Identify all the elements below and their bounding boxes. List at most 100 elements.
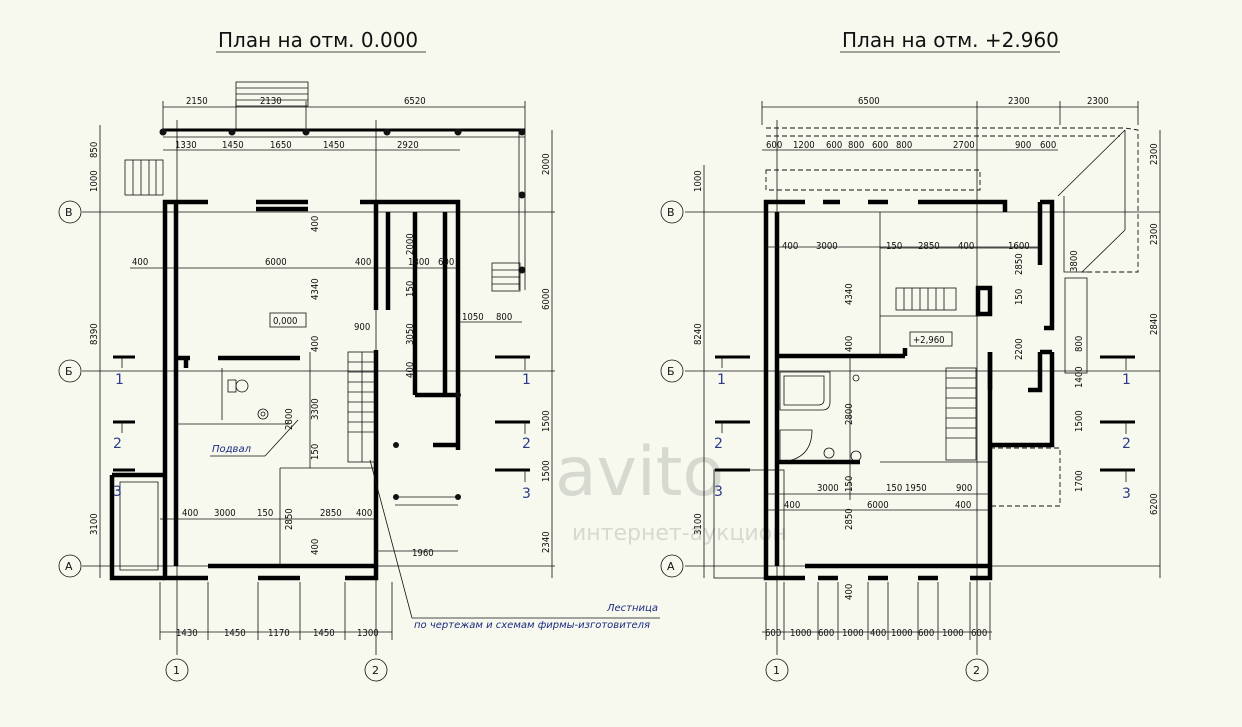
p2-dim-in-13: 1400 (1074, 366, 1085, 388)
p2-wall-outer-left (763, 199, 805, 581)
p2-stair-lower (945, 367, 977, 461)
p2-dim-in-23: 400 (784, 500, 800, 511)
p1-dim-left-a: 850 (89, 142, 100, 158)
p2-dim-left-a: 1000 (693, 170, 704, 192)
p1-dim-left-c: 8390 (89, 323, 100, 345)
p1-dim-in-11: 1050 (462, 312, 484, 323)
p2-dim-bottom-a: 600 (765, 628, 781, 639)
p1-sec-right-1: 1 (522, 372, 531, 388)
p2-dim-in-16: 400 (844, 336, 855, 352)
p1-axis-1: 1 (173, 664, 180, 677)
p2-dim-bottom-c: 600 (818, 628, 834, 639)
p1-dim-left-b: 1000 (89, 170, 100, 192)
p1-dim-bottom-a: 1430 (176, 628, 198, 639)
p2-sec-left-1: 1 (717, 372, 726, 388)
p1-dim-ticks-top1 (162, 101, 526, 130)
p2-dim-top2-i: 600 (1040, 140, 1056, 151)
p2-sec-right-3: 3 (1122, 486, 1131, 502)
p1-dim-top1-a: 2150 (186, 96, 208, 107)
p1-dim-in-23: 2850 (320, 508, 342, 519)
p1-dim-bottom-c: 1170 (268, 628, 290, 639)
p1-axis-bubble-2 (364, 658, 388, 682)
p2-toilet-icon (850, 450, 862, 462)
p2-level-box (909, 331, 953, 347)
p1-dim-in-10: 3050 (405, 323, 416, 345)
watermark-logo: avito (555, 433, 724, 512)
p1-dim-top2-b: 1450 (222, 140, 244, 151)
p1-dim-in-24: 400 (356, 508, 372, 519)
p1-dim-in-7: 2000 (405, 233, 416, 255)
p1-dim-bottom-b: 1450 (224, 628, 246, 639)
p1-dim-right-c: 1500 (541, 410, 552, 432)
p1-wall-outer-right (360, 199, 461, 450)
p2-dim-right-c: 2840 (1149, 313, 1160, 335)
p1-dim-in-17: 2800 (284, 408, 295, 430)
p2-dim-top2-g: 2700 (953, 140, 975, 151)
p1-level-mark: 0,000 (273, 316, 297, 327)
plan-1-title: План на отм. 0.000 (218, 28, 418, 52)
p1-dim-in-18: 150 (310, 444, 321, 460)
p1-dim-bottom-d: 1450 (313, 628, 335, 639)
p1-dim-in-19: 400 (182, 508, 198, 519)
p1-dim-in-16: 3300 (310, 398, 321, 420)
p2-stair-upper (895, 287, 957, 311)
p2-dim-in-24: 6000 (867, 500, 889, 511)
p2-axis-1: 1 (773, 664, 780, 677)
p1-room-label: Подвал (212, 444, 252, 455)
p2-sec-right-2: 2 (1122, 436, 1131, 452)
p1-sink-icon (257, 408, 269, 420)
p1-stair-note-2: по чертежам и схемам фирмы-изготовителя (414, 620, 650, 631)
p2-axis-bubble-b (660, 359, 684, 383)
p2-dim-left-c: 3100 (693, 513, 704, 535)
p1-dim-in-5: 600 (438, 257, 454, 268)
p1-dim-top2-c: 1650 (270, 140, 292, 151)
p1-stair-leader (369, 459, 413, 619)
p2-dim-bottom-i: 600 (971, 628, 987, 639)
p1-dim-top2-d: 1450 (323, 140, 345, 151)
p1-dim-top1-b: 2130 (260, 96, 282, 107)
p1-dim-in-2: 6000 (265, 257, 287, 268)
p1-sec-right-3: 3 (522, 486, 531, 502)
p2-dim-in-18: 3000 (817, 483, 839, 494)
p1-dim-in-6: 400 (310, 216, 321, 232)
p2-dim-in-9: 4340 (844, 283, 855, 305)
p2-shower (779, 429, 813, 463)
p1-dim-in-14: 400 (310, 336, 321, 352)
p2-dim-top2-e: 600 (872, 140, 888, 151)
p2-dim-top1-c: 2300 (1087, 96, 1109, 107)
p2-sec-left-2: 2 (714, 436, 723, 452)
p1-sec-left-1: 1 (115, 372, 124, 388)
p2-dim-bottom-g: 600 (918, 628, 934, 639)
p2-dim-in-19: 150 (844, 476, 855, 492)
p2-dim-right-d: 6200 (1149, 493, 1160, 515)
p2-bathtub (779, 371, 831, 411)
p1-left-steps (124, 159, 164, 196)
p2-sink-icon (823, 447, 835, 459)
p2-sec-left-3: 3 (714, 484, 723, 500)
p2-dim-bottom-d: 1000 (842, 628, 864, 639)
p1-dim-in-12: 800 (496, 312, 512, 323)
p2-dim-in-6: 1600 (1008, 241, 1030, 252)
p2-axis-bubble-1 (765, 658, 789, 682)
p1-dim-bottom-e: 1300 (357, 628, 379, 639)
p1-toilet-icon (235, 379, 249, 393)
p1-level-box (269, 312, 307, 328)
p2-axis-a: А (667, 560, 675, 573)
p2-dim-in-20: 150 (886, 483, 902, 494)
p1-axis-b: Б (65, 365, 73, 378)
p2-dim-in-10: 150 (1014, 289, 1025, 305)
p2-dim-top2-a: 600 (766, 140, 782, 151)
plan-2: 6500 2300 2300 600 1200 600 800 600 800 … (660, 96, 1161, 682)
p1-dim-right-e: 2340 (541, 531, 552, 553)
p2-dim-bottom-f: 1000 (891, 628, 913, 639)
p2-dim-in-7: 3800 (1069, 250, 1080, 272)
p1-dim-left-d: 3100 (89, 513, 100, 535)
p1-dim-in-15: 400 (405, 362, 416, 378)
p2-dim-top2-d: 800 (848, 140, 864, 151)
p1-dim-in-22: 2850 (284, 508, 295, 530)
p2-dim-in-25: 400 (955, 500, 971, 511)
p2-axis-v: В (667, 206, 675, 219)
p1-axis-a: А (65, 560, 73, 573)
p2-dim-right-a: 2300 (1149, 143, 1160, 165)
